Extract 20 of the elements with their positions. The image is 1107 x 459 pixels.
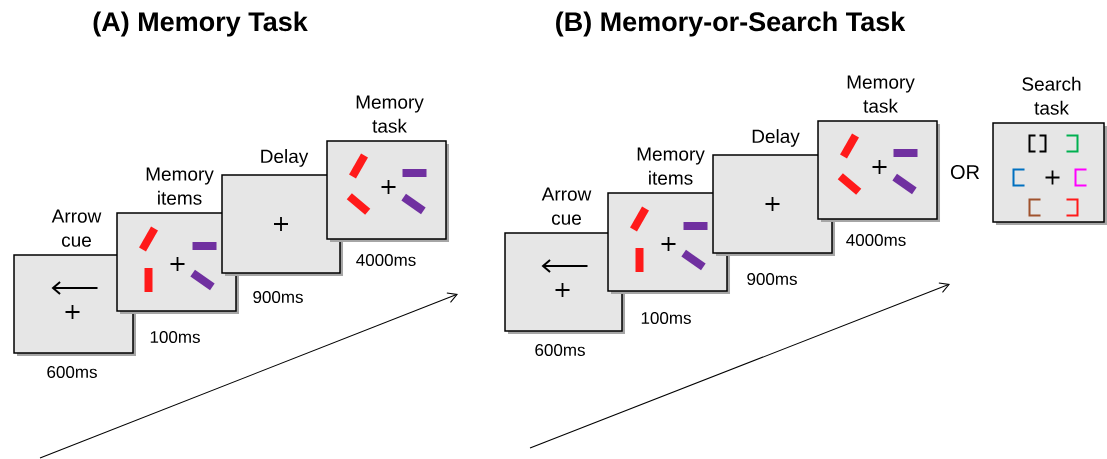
screen-heading: Delay	[261, 149, 309, 167]
screen-heading: Delay	[752, 129, 800, 147]
duration-label: 900ms	[747, 273, 797, 286]
screen-heading: Arrow cue	[51, 209, 102, 247]
screen-heading: Memory items	[146, 167, 214, 205]
or-label: OR	[950, 164, 980, 180]
panel-title: (A) Memory Task	[93, 11, 308, 37]
duration-label: 100ms	[641, 312, 691, 325]
screen-heading: Search task	[1022, 76, 1081, 115]
screen-heading: Memory task	[847, 75, 915, 113]
duration-label: 4000ms	[356, 254, 416, 267]
duration-label: 100ms	[150, 331, 200, 344]
screen-heading: Memory task	[356, 95, 424, 133]
duration-label: 600ms	[47, 366, 97, 379]
screen-heading: Arrow cue	[541, 187, 592, 225]
duration-label: 4000ms	[846, 234, 906, 247]
screen-heading: Memory items	[637, 147, 705, 185]
panel-title: (B) Memory-or-Search Task	[556, 11, 906, 37]
duration-label: 900ms	[253, 291, 303, 304]
duration-label: 600ms	[535, 344, 585, 357]
